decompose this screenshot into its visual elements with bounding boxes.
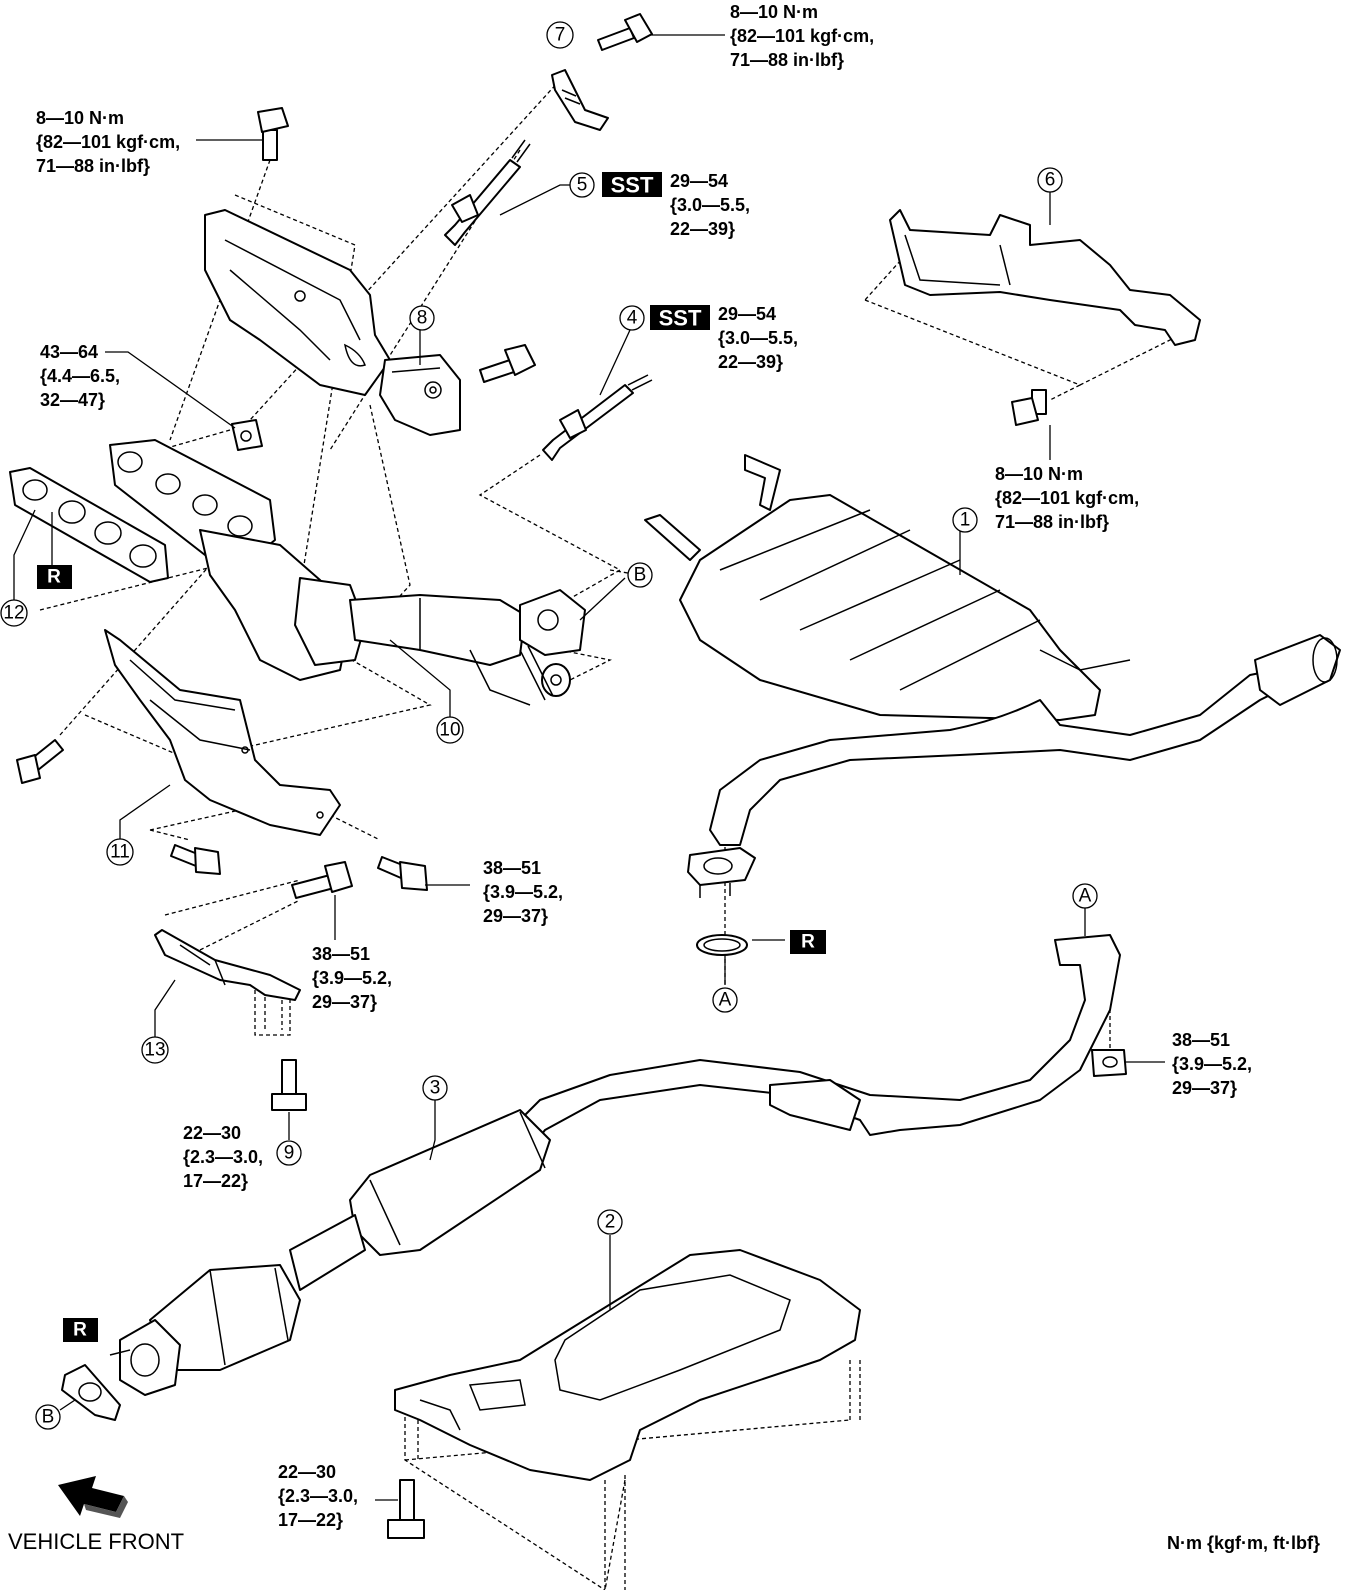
- bracket-7: [551, 69, 609, 131]
- bolt-under-cover-2: [387, 1479, 425, 1539]
- callout-b-lower: B: [35, 1404, 61, 1430]
- heat-insulator-6: [889, 209, 1201, 346]
- vehicle-front-arrow-icon: [58, 1476, 128, 1518]
- sst-badge-4: SST: [650, 305, 710, 331]
- callout-4: 4: [619, 305, 645, 331]
- torque-nut-a: 38—51 {3.9—5.2, 29—37}: [1172, 1030, 1257, 1098]
- svg-text:R: R: [73, 1320, 87, 1341]
- svg-text:3: 3: [430, 1078, 441, 1099]
- torque-sensor-5: 29—54 {3.0—5.5, 22—39}: [670, 171, 755, 239]
- callout-7: 7: [546, 21, 574, 49]
- svg-text:9: 9: [284, 1143, 295, 1164]
- leader-lines: [13, 34, 1165, 1501]
- front-pipe-3: [109, 934, 1121, 1396]
- sst-badge-5: SST: [602, 172, 662, 198]
- callout-8: 8: [409, 305, 435, 331]
- svg-text:13: 13: [144, 1040, 165, 1061]
- main-silencer-1: [644, 454, 1341, 898]
- callouts: 7 5 6 4 8 1 B 12 10 11 A A 13 3 9 2 B: [0, 21, 1098, 1430]
- vehicle-front-label: VEHICLE FRONT: [8, 1529, 185, 1554]
- bolt-bracket-13: [291, 861, 353, 899]
- oxygen-sensor-4: [542, 374, 653, 461]
- svg-text:11: 11: [110, 842, 130, 863]
- manifold-gasket-12: [9, 467, 169, 583]
- bolt-heat-insulator: [257, 107, 289, 161]
- nut-pipe-b: [541, 663, 571, 697]
- torque-bolt-7: 8—10 N·m {82—101 kgf·cm, 71—88 in·lbf}: [730, 2, 879, 70]
- svg-text:7: 7: [555, 25, 566, 46]
- torque-nut-manifold: 43—64 {4.4—6.5, 32—47}: [40, 342, 125, 410]
- callout-5: 5: [569, 172, 595, 198]
- exhaust-manifold-10: [109, 439, 586, 706]
- bolt-heat-insulator-6: [1011, 389, 1047, 426]
- torque-bracket-13: 38—51 {3.9—5.2, 29—37}: [312, 944, 397, 1012]
- replace-badge-12: R: [37, 565, 72, 589]
- torque-sensor-4: 29—54 {3.0—5.5, 22—39}: [718, 304, 803, 372]
- heat-insulator-11: [104, 629, 341, 836]
- upper-heat-insulator: [204, 209, 391, 396]
- svg-text:A: A: [1079, 886, 1092, 907]
- replace-badge-gasket-b: R: [63, 1318, 98, 1342]
- svg-text:A: A: [719, 990, 732, 1011]
- callout-11: 11: [106, 838, 134, 866]
- torque-insulator-11: 38—51 {3.9—5.2, 29—37}: [483, 858, 568, 926]
- under-cover-2: [394, 1249, 861, 1481]
- torque-units-label: N·m {kgf·m, ft·lbf}: [1167, 1533, 1320, 1553]
- svg-text:12: 12: [3, 603, 24, 624]
- callout-a-right: A: [1072, 883, 1098, 909]
- bolt-bracket-8: [479, 344, 536, 383]
- svg-text:10: 10: [439, 720, 460, 741]
- callout-b-upper: B: [627, 562, 653, 588]
- callout-12: 12: [0, 599, 28, 627]
- bracket-8: [379, 354, 461, 436]
- svg-text:SST: SST: [611, 173, 654, 198]
- svg-text:1: 1: [960, 510, 971, 531]
- callout-13: 13: [141, 1036, 169, 1064]
- svg-text:SST: SST: [659, 306, 702, 331]
- bolt-insulator-11-left: [16, 739, 64, 784]
- bolt-insulator-11-lower: [170, 844, 221, 875]
- gasket-ring: [696, 934, 748, 956]
- bolt-9: [271, 1059, 307, 1111]
- replace-badge-gasket-ring: R: [790, 930, 826, 954]
- bolt-7: [597, 13, 653, 51]
- callout-3: 3: [422, 1075, 448, 1101]
- badges: SST SST R R R: [37, 172, 826, 1342]
- callout-a-lower: A: [712, 987, 738, 1013]
- svg-text:B: B: [42, 1407, 55, 1428]
- torque-heat-insulator-bolt: 8—10 N·m {82—101 kgf·cm, 71—88 in·lbf}: [36, 108, 185, 176]
- svg-text:4: 4: [627, 308, 638, 329]
- bolt-insulator-11-right: [377, 856, 428, 891]
- oxygen-sensor-5: [444, 139, 531, 246]
- svg-text:B: B: [634, 565, 647, 586]
- svg-text:R: R: [47, 567, 61, 588]
- svg-text:5: 5: [577, 175, 588, 196]
- torque-specs: 8—10 N·m {82—101 kgf·cm, 71—88 in·lbf} 8…: [36, 2, 1257, 1530]
- nut-manifold: [231, 419, 263, 451]
- svg-text:R: R: [801, 932, 815, 953]
- torque-bolt-9: 22—30 {2.3—3.0, 17—22}: [183, 1123, 268, 1191]
- callout-2: 2: [597, 1209, 623, 1235]
- callout-6: 6: [1037, 167, 1063, 193]
- svg-text:8: 8: [417, 308, 428, 329]
- svg-text:2: 2: [605, 1212, 616, 1233]
- gasket-b: [61, 1364, 121, 1421]
- torque-heat-insulator-6: 8—10 N·m {82—101 kgf·cm, 71—88 in·lbf}: [995, 464, 1144, 532]
- bracket-13: [154, 929, 301, 1001]
- nut-pipe-a: [1091, 1049, 1127, 1077]
- callout-10: 10: [436, 716, 464, 744]
- torque-under-cover: 22—30 {2.3—3.0, 17—22}: [278, 1462, 363, 1530]
- svg-text:6: 6: [1045, 170, 1056, 191]
- callout-1: 1: [952, 507, 978, 533]
- callout-9: 9: [276, 1140, 302, 1166]
